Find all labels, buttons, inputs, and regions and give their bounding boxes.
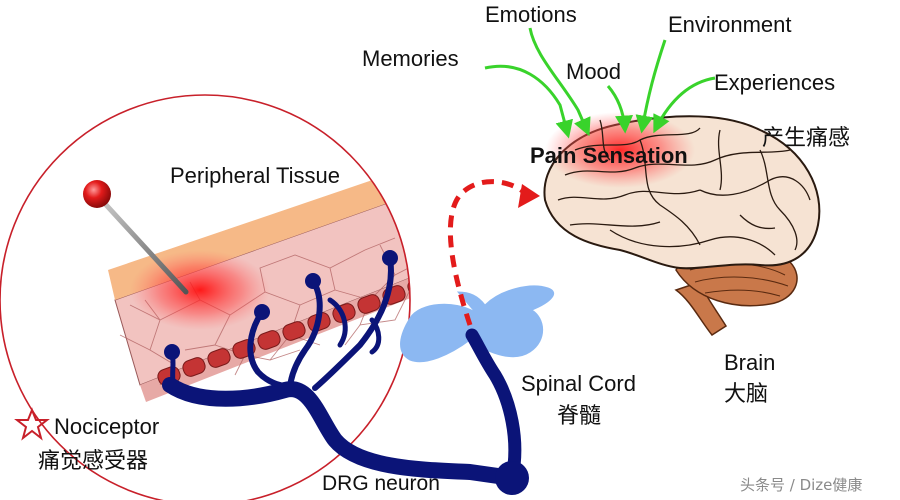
star-outline-icon [14,407,50,441]
brain-label: Brain [724,350,776,375]
influence-arrows [484,27,716,139]
drg-neuron [162,255,522,486]
nerve-endings [164,250,529,495]
mood-label: Mood [566,59,622,84]
environment-label: Environment [668,12,792,37]
environment-arrow [635,39,667,134]
spinal-cord-cn-label: 脊髓 [557,404,602,429]
emotions-label: Emotions [485,2,577,27]
spinal-cord-shape [400,285,554,363]
pain-sensation-cn-label: 产生痛感 [762,126,851,151]
nociceptor-label: Nociceptor [54,414,160,439]
mood-arrow [606,85,634,134]
emotions-arrow [528,27,591,137]
memories-label: Memories [362,46,459,71]
peripheral-tissue-label: Peripheral Tissue [170,163,340,188]
experiences-label: Experiences [714,70,836,95]
drg-neuron-label: DRG neuron [322,472,440,495]
brain-gyri [557,119,811,256]
zoom-circle [0,94,411,500]
memories-arrow [484,64,573,139]
pin-icon [83,180,189,295]
pain-sensation-label: Pain Sensation [530,143,688,168]
drg-soma [495,461,529,495]
signal-arrow [447,179,540,326]
spinal-cord-label: Spinal Cord [521,371,636,396]
watermark: 头条号 / Dize健康 [740,476,863,494]
brain-cn-label: 大脑 [724,382,769,407]
tissue-pain-glow [130,250,270,330]
experiences-arrow [653,76,716,134]
nociceptor-cn-label: 痛觉感受器 [38,449,149,474]
